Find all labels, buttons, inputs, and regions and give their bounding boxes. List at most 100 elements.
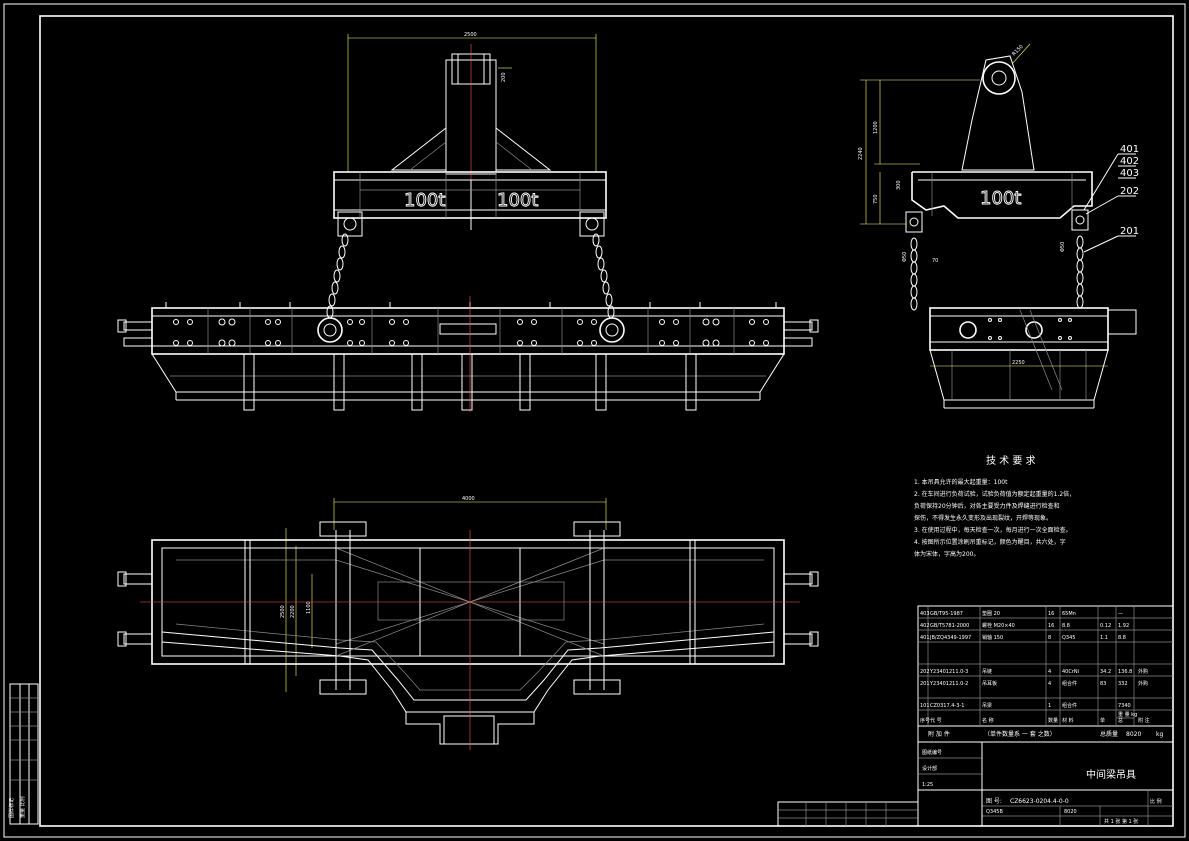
tech-req-title: 技 术 要 求	[986, 454, 1036, 467]
bom-cell-total: 332	[1118, 681, 1128, 687]
side-view: R150 2240 1200 750 300 100t Φ	[858, 43, 1139, 409]
tech-req-line-5: 3. 在使用过程中，每天检查一次，每月进行一次全面检查。	[914, 526, 1072, 534]
bom-cell-total: 136.8	[1118, 669, 1132, 675]
left-stamp-line-1: 图样标记	[8, 798, 15, 818]
dim-side-upper: 1200	[873, 121, 879, 134]
bom-summary-left: 附 加 件	[928, 730, 950, 738]
tech-req-line-7: 体为宋体，字高为200。	[914, 550, 979, 558]
title-stamp-1: 图纸编号	[922, 749, 942, 756]
title-weight: 8020	[1064, 809, 1077, 815]
bom-cell-unit: 1.1	[1100, 635, 1108, 641]
bom-cell-no: 101	[920, 703, 930, 709]
bom-cell-note: 外购	[1138, 668, 1148, 675]
bom-cell-name: 螺栓 M20×40	[982, 622, 1015, 629]
front-view: 2500 200 100t 100t	[117, 32, 819, 412]
title-stamp-3: 1:25	[922, 782, 933, 788]
bom-cell-unit: 0.12	[1100, 623, 1111, 629]
material: Q345B	[986, 809, 1003, 815]
bom-cell-qty: 4	[1048, 669, 1051, 675]
bom-summary-mid: （单件数量系 一 套 之数）	[984, 730, 1056, 738]
dim-front-top-span: 2500	[464, 32, 477, 38]
bom-cell-code: Y23401211.0-2	[929, 681, 968, 687]
tech-req-line-2: 2. 在车间进行负荷试验，试验负荷值为额定起重量的1.2倍，	[914, 490, 1075, 498]
dim-side-mid: 300	[896, 180, 902, 190]
callout-401: 401	[1120, 144, 1139, 155]
bom-cell-name: 销轴 150	[982, 634, 1003, 641]
load-label-right: 100t	[497, 190, 538, 211]
bom-cell-qty: 4	[1048, 681, 1051, 687]
dim-plan-h2: 2200	[290, 605, 296, 618]
bom-cell-unit: 83	[1100, 681, 1106, 687]
drawing-title: 中间梁吊具	[1086, 768, 1136, 781]
drawing-no: CZ6623-0204.4-0-0	[1010, 798, 1069, 805]
bom-cell-material: 40CrNi	[1062, 669, 1079, 675]
bom-cell-unit: 34.2	[1100, 669, 1111, 675]
bom-summary-weight-label: 总质量	[1100, 730, 1118, 738]
callout-403: 403	[1120, 168, 1139, 179]
bom-cell-qty: 8	[1048, 635, 1051, 641]
bom-cell-no: 402	[920, 623, 930, 629]
outer-frame	[3, 3, 1186, 838]
left-stamp-line-2: 重量 比例	[19, 796, 26, 818]
bom-cell-total: 7340	[1118, 703, 1131, 709]
bom-cell-name: 吊链	[982, 668, 992, 675]
bom-cell-name: 吊耳板	[982, 680, 997, 687]
bom-cell-qty: 16	[1048, 611, 1054, 617]
bom-cell-note: 外购	[1138, 680, 1148, 687]
bom-cell-code: GB/T5781-2000	[930, 623, 969, 629]
drawing-no-label: 图 号:	[986, 798, 1002, 805]
load-label-side: 100t	[980, 188, 1021, 209]
technical-requirements: 技 术 要 求 1. 本吊具允许的最大起重量：100t 2. 在车间进行负荷试验…	[914, 454, 1075, 558]
bom-cell-no: 403	[920, 611, 930, 617]
title-stamp-2: 设计部	[922, 765, 937, 772]
bom-cell-material: 65Mn	[1062, 611, 1076, 617]
bom-cell-material: 组合件	[1062, 702, 1077, 709]
sheet-info: 共 1 张 第 1 张	[1104, 818, 1138, 825]
load-label-left: 100t	[404, 190, 445, 211]
bom-summary-weight: 8020	[1126, 731, 1141, 738]
dim-plan-span: 4000	[462, 496, 475, 502]
dim-side-small-b: 70	[932, 258, 938, 264]
dim-side-lower: 750	[873, 194, 879, 204]
bom-cell-qty: 16	[1048, 623, 1054, 629]
callout-201: 201	[1120, 226, 1139, 237]
bom-cell-total: 1.92	[1118, 623, 1129, 629]
bom-cell-total: —	[1118, 611, 1123, 617]
bom-header-unit: 单	[1100, 717, 1105, 724]
title-block: 图纸编号 设计部 1:25 中间梁吊具 图 号: CZ6623-0204.4-0…	[777, 741, 1174, 827]
drawing-border	[39, 15, 1174, 827]
dim-plan-h1: 2500	[280, 605, 286, 618]
dim-side-small-l: Φ50	[902, 252, 908, 262]
bom-cell-no: 202	[920, 669, 930, 675]
scale-label: 比 例	[1150, 798, 1162, 805]
bom-header-note: 附 注	[1138, 717, 1150, 724]
plan-view: 4000 2500 2200 1100	[117, 496, 819, 750]
bom-header-name: 名 称	[982, 717, 994, 724]
callout-202: 202	[1120, 186, 1139, 197]
bom-cell-qty: 1	[1048, 703, 1051, 709]
bom-header-no: 序号	[920, 717, 930, 724]
bom-cell-code: Y23401211.0-3	[929, 669, 968, 675]
bom-cell-name: 吊梁	[982, 702, 992, 709]
bom-header-qty: 数量	[1048, 717, 1058, 724]
bom-header-total: 总	[1118, 717, 1123, 724]
tech-req-line-3: 负荷保持20分钟后，对各主要受力件及焊缝进行检查和	[914, 502, 1060, 510]
bom-cell-no: 401	[920, 635, 930, 641]
dim-side-radius: R150	[1011, 44, 1024, 57]
tech-req-line-6: 4. 按图所示位置涂刷吊重标记，颜色为醒目，共六处，字	[914, 538, 1066, 546]
bom-cell-total: 8.8	[1118, 635, 1126, 641]
bom-cell-code: GB/T95-1987	[930, 611, 963, 617]
dim-front-pin: 200	[501, 72, 507, 82]
tech-req-line-1: 1. 本吊具允许的最大起重量：100t	[914, 478, 1008, 486]
bom-cell-name: 垫圈 20	[982, 610, 1000, 617]
dim-plan-h3: 1100	[306, 601, 312, 614]
bom-cell-material: Q345	[1062, 635, 1075, 641]
dim-side-total: 2240	[858, 147, 864, 160]
bom-header-weight: 重 量 kg	[1118, 711, 1137, 718]
bom-header-code: 代 号	[930, 717, 942, 724]
dim-side-small-r: Φ50	[1060, 242, 1066, 252]
bom-cell-material: 组合件	[1062, 680, 1077, 687]
bom-cell-no: 201	[920, 681, 930, 687]
dim-side-width: 2250	[1012, 360, 1025, 366]
